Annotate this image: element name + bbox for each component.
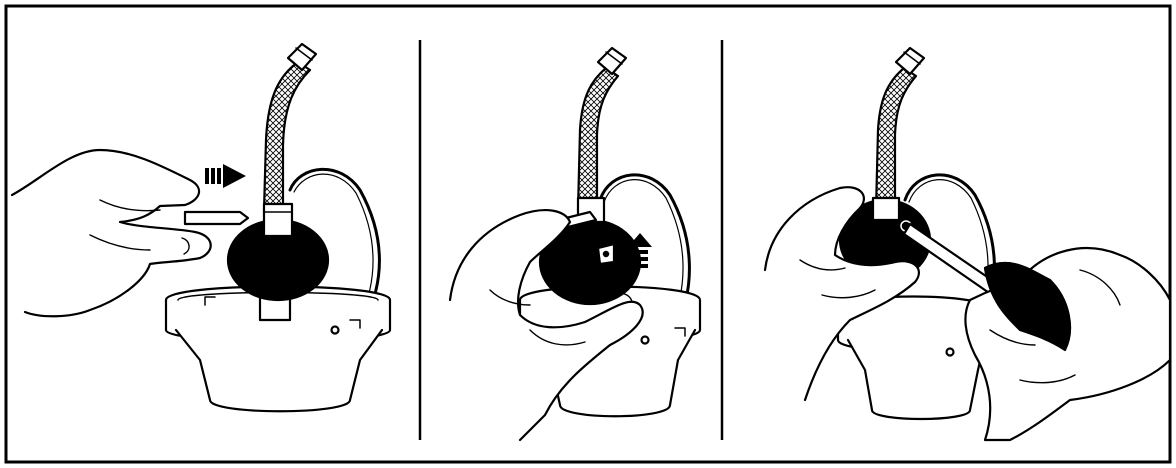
instruction-figure xyxy=(0,0,1176,468)
figure-canvas xyxy=(0,0,1176,468)
